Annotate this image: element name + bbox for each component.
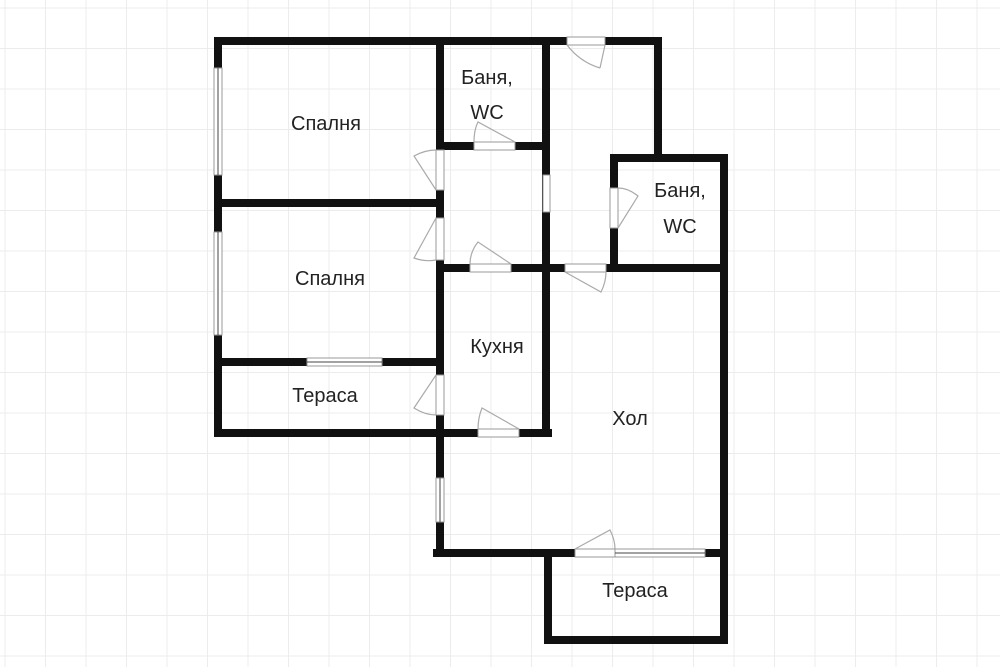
door-swing-icon [413,149,437,191]
door[interactable] [469,263,512,273]
door-swing-icon [413,374,437,416]
door[interactable] [566,36,606,46]
door-swing-icon [473,121,516,143]
door[interactable] [435,374,445,416]
door-swing-icon [574,529,616,550]
door-swing-icon [566,44,606,69]
room-label-hall: Хол [612,408,647,430]
door[interactable] [473,141,516,151]
room-label-bathroom-1-wc: WC [470,102,503,124]
door[interactable] [435,217,445,261]
door[interactable] [574,548,616,558]
room-label-bedroom-2: Спалня [295,268,365,290]
door-swing-icon [469,241,512,265]
room-label-bathroom-1: Баня, [461,67,513,89]
door-swing-icon [413,217,437,262]
openings [213,36,706,558]
door[interactable] [609,187,619,229]
door-swing-icon [477,407,520,430]
door[interactable] [435,149,445,191]
room-label-kitchen: Кухня [470,336,524,358]
room-labels: Спалня Баня, WC Спалня Кухня Тераса Хол … [291,67,706,602]
door-swing-icon [564,271,607,293]
door-swing-icon [617,187,639,229]
room-label-bedroom-1: Спалня [291,113,361,135]
room-label-terrace-2: Тераса [602,580,668,602]
room-label-bathroom-2: Баня, [654,180,706,202]
room-label-bathroom-2-wc: WC [663,216,696,238]
window [542,174,551,213]
door[interactable] [564,263,607,273]
door[interactable] [477,428,520,438]
room-label-terrace-1: Тераса [292,385,358,407]
